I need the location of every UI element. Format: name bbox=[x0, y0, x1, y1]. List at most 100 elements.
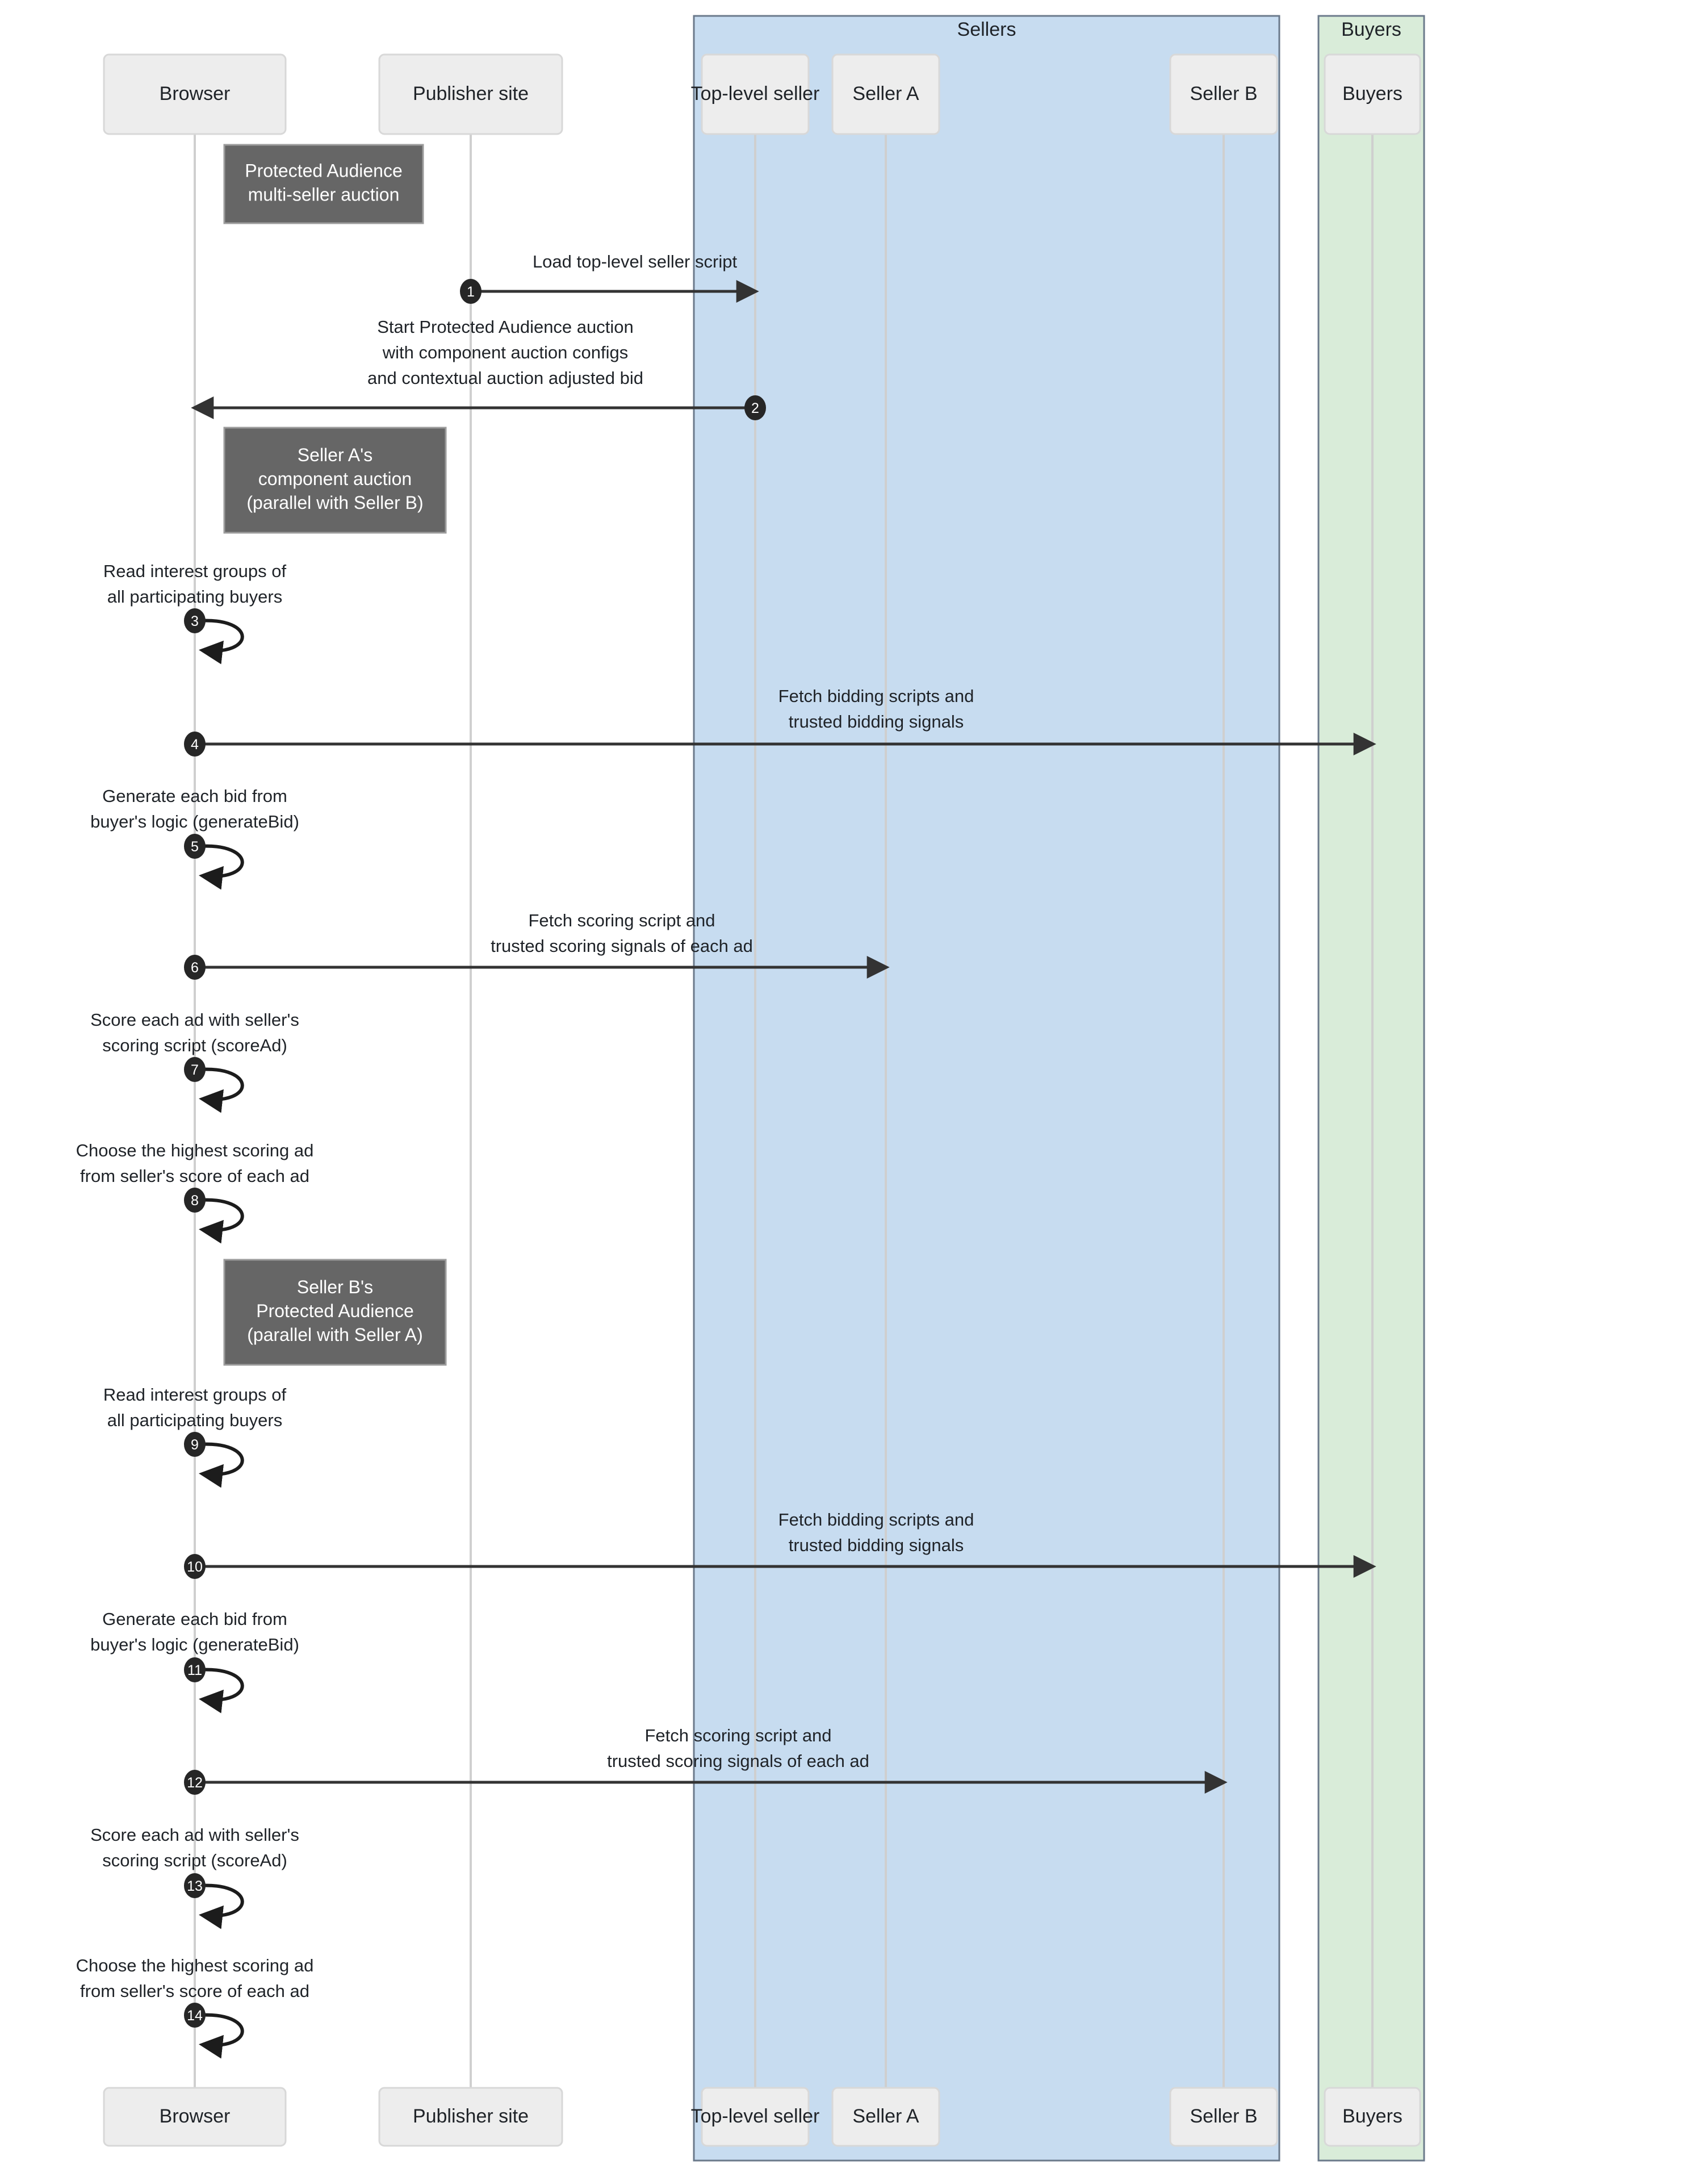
actor-label-toplevel: Top-level seller bbox=[691, 2105, 820, 2127]
self-loop-arrow bbox=[199, 2013, 244, 2059]
sequence-number-badge bbox=[184, 2003, 206, 2028]
actor-box-rect bbox=[701, 53, 810, 135]
message-label-line: all participating buyers bbox=[107, 1410, 282, 1430]
message-label-line: trusted scoring signals of each ad bbox=[491, 936, 753, 956]
message-label-line: scoring script (scoreAd) bbox=[102, 1035, 287, 1055]
sequence-number-badge bbox=[184, 955, 206, 980]
message-label-line: Fetch scoring script and bbox=[528, 910, 715, 930]
note-box-rect bbox=[223, 1259, 447, 1366]
sequence-number-badge bbox=[184, 1657, 206, 1682]
message-10-fetch-bidding-scripts-and: Fetch bidding scripts and trusted bidding… bbox=[184, 1510, 1376, 1579]
actor-label-toplevel: Top-level seller bbox=[691, 83, 820, 105]
sequence-number-text: 13 bbox=[187, 1878, 203, 1894]
actor-box-rect bbox=[1169, 2087, 1278, 2147]
note-line: Protected Audience bbox=[245, 160, 403, 181]
actor-label-browser: Browser bbox=[160, 83, 231, 105]
actor-box-rect bbox=[831, 2087, 940, 2147]
message-label-line: Load top-level seller script bbox=[533, 252, 738, 271]
actor-label-browser: Browser bbox=[160, 2105, 231, 2127]
group-box-sellers bbox=[693, 15, 1280, 2162]
actor-footer-buyers[interactable]: Buyers bbox=[1324, 2087, 1421, 2147]
actor-header-toplevel[interactable]: Top-level seller bbox=[691, 53, 820, 135]
self-loop-arrow bbox=[199, 1442, 244, 1488]
message-label-line: Read interest groups of bbox=[103, 1385, 287, 1405]
note-line: (parallel with Seller B) bbox=[246, 492, 423, 513]
actor-label-sellera: Seller A bbox=[852, 83, 919, 105]
message-label-line: Fetch bidding scripts and bbox=[778, 1510, 974, 1530]
actor-footer-sellera[interactable]: Seller A bbox=[831, 2087, 940, 2147]
sequence-number-badge bbox=[184, 1873, 206, 1898]
message-6-fetch-scoring-script-and: Fetch scoring script and trusted scoring … bbox=[184, 910, 890, 980]
actor-box-rect bbox=[378, 53, 563, 135]
note-line: Protected Audience bbox=[256, 1301, 414, 1321]
sequence-number-text: 10 bbox=[187, 1559, 203, 1575]
sequence-number-badge bbox=[184, 732, 206, 757]
message-label-line: all participating buyers bbox=[107, 587, 282, 607]
note-line: Seller B's bbox=[297, 1277, 373, 1297]
actor-footer-browser[interactable]: Browser bbox=[103, 2087, 287, 2147]
message-3-read-interest-groups-of: Read interest groups of all participating… bbox=[103, 561, 287, 665]
actor-box-rect bbox=[701, 2087, 810, 2147]
message-label-line: trusted bidding signals bbox=[789, 1535, 964, 1555]
sequence-number-text: 3 bbox=[191, 613, 199, 629]
sequence-number-badge bbox=[184, 1188, 206, 1213]
message-9-read-interest-groups-of: Read interest groups of all participating… bbox=[103, 1385, 287, 1488]
message-label-line: Choose the highest scoring ad bbox=[76, 1956, 314, 1975]
actor-header-publisher[interactable]: Publisher site bbox=[378, 53, 563, 135]
self-loop-arrow bbox=[199, 1883, 244, 1929]
note-line: multi-seller auction bbox=[248, 184, 400, 204]
message-label-line: from seller's score of each ad bbox=[80, 1166, 309, 1186]
group-label-sellers: Sellers bbox=[957, 19, 1016, 40]
sequence-number-badge bbox=[460, 279, 482, 304]
note-line: Seller A's bbox=[298, 445, 372, 465]
actor-header-browser[interactable]: Browser bbox=[103, 53, 287, 135]
sequence-number-text: 2 bbox=[751, 400, 759, 416]
sequence-number-badge bbox=[184, 1554, 206, 1579]
self-loop-arrow bbox=[199, 844, 244, 890]
actor-box-rect bbox=[103, 53, 287, 135]
actor-label-sellerb: Seller B bbox=[1190, 83, 1257, 105]
actor-footer-sellerb[interactable]: Seller B bbox=[1169, 2087, 1278, 2147]
actor-footer-toplevel[interactable]: Top-level seller bbox=[691, 2087, 820, 2147]
actor-box-rect bbox=[831, 53, 940, 135]
actor-header-sellerb[interactable]: Seller B bbox=[1169, 53, 1278, 135]
message-label-line: trusted scoring signals of each ad bbox=[607, 1751, 869, 1771]
note-seller-a-component-auction: Seller A's component auction (parallel wit… bbox=[223, 427, 447, 534]
actor-label-sellera: Seller A bbox=[852, 2105, 919, 2127]
message-label-line: Score each ad with seller's bbox=[90, 1010, 299, 1030]
sequence-number-text: 11 bbox=[187, 1662, 202, 1678]
message-label-line: Read interest groups of bbox=[103, 561, 287, 581]
group-label-buyers: Buyers bbox=[1341, 19, 1401, 40]
message-label-line: Generate each bid from bbox=[102, 1609, 287, 1629]
actor-box-rect bbox=[1324, 53, 1421, 135]
sequence-number-badge bbox=[184, 608, 206, 633]
notes: Protected Audience multi-seller auctionSe… bbox=[223, 144, 447, 1366]
message-label-line: Generate each bid from bbox=[102, 786, 287, 806]
sequence-number-text: 6 bbox=[191, 960, 199, 976]
actor-footer-publisher[interactable]: Publisher site bbox=[378, 2087, 563, 2147]
actor-header-sellera[interactable]: Seller A bbox=[831, 53, 940, 135]
self-loop-arrow bbox=[199, 1198, 244, 1244]
note-line: component auction bbox=[258, 469, 412, 489]
actor-box-rect bbox=[103, 2087, 287, 2147]
sequence-number-text: 14 bbox=[187, 2008, 203, 2024]
self-loop-arrow bbox=[199, 1668, 244, 1714]
actor-label-publisher: Publisher site bbox=[413, 83, 529, 105]
actor-label-sellerb: Seller B bbox=[1190, 2105, 1257, 2127]
note-box-rect bbox=[223, 427, 447, 534]
sequence-number-badge bbox=[184, 1432, 206, 1457]
actor-box-rect bbox=[1324, 2087, 1421, 2147]
actor-header-buyers[interactable]: Buyers bbox=[1324, 53, 1421, 135]
message-label-line: with component auction configs bbox=[382, 342, 629, 362]
